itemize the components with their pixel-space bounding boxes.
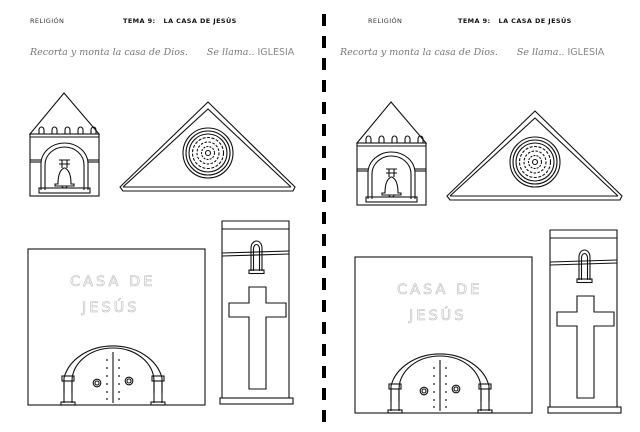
side-wall-cross-icon (547, 229, 622, 414)
side-wall-piece[interactable] (547, 229, 623, 415)
subject-label: RELIGIÓN (30, 17, 65, 25)
facade-door-icon: CASA DE JESÚS (354, 256, 533, 414)
bell-tower-icon (355, 101, 428, 206)
side-wall-piece[interactable] (219, 220, 295, 406)
facade-text-line2: JESÚS (81, 298, 139, 316)
instruction-line: Recorta y monta la casa de Dios. Se llam… (340, 47, 604, 58)
instruction-text: Recorta y monta la casa de Dios. (340, 47, 498, 58)
pediment-piece[interactable] (119, 101, 297, 195)
pediment-piece[interactable] (446, 110, 624, 204)
worksheet-half-right: RELIGIÓN TEMA 9: LA CASA DE JESÚS Recort… (322, 0, 640, 432)
answer-prompt: Se llama.. (516, 47, 565, 58)
instruction-text: Recorta y monta la casa de Dios. (30, 47, 188, 58)
facade-door-icon: CASA DE JESÚS (27, 248, 206, 406)
subject-label: RELIGIÓN (368, 17, 403, 25)
side-wall-cross-icon (219, 220, 294, 405)
facade-text-line2: JESÚS (408, 306, 466, 324)
dashed-cut-line (322, 14, 326, 424)
bell-tower-piece[interactable] (355, 101, 428, 207)
facade-text-line1: CASA DE (70, 274, 155, 290)
pediment-rose-window-icon (446, 110, 623, 201)
facade-text-line1: CASA DE (397, 282, 482, 298)
bell-tower-icon (28, 92, 101, 197)
facade-piece[interactable]: CASA DE JESÚS (354, 256, 534, 414)
answer-value: IGLESIA (257, 47, 295, 58)
facade-piece[interactable]: CASA DE JESÚS (27, 248, 207, 406)
instruction-line: Recorta y monta la casa de Dios. Se llam… (30, 47, 294, 58)
topic-label: TEMA 9: LA CASA DE JESÚS (458, 17, 572, 25)
answer-prompt: Se llama.. (206, 47, 255, 58)
worksheet-half-left: RELIGIÓN TEMA 9: LA CASA DE JESÚS Recort… (0, 0, 318, 432)
topic-label: TEMA 9: LA CASA DE JESÚS (123, 17, 237, 25)
bell-tower-piece[interactable] (28, 92, 101, 198)
answer-value: IGLESIA (567, 47, 605, 58)
pediment-rose-window-icon (119, 101, 296, 192)
